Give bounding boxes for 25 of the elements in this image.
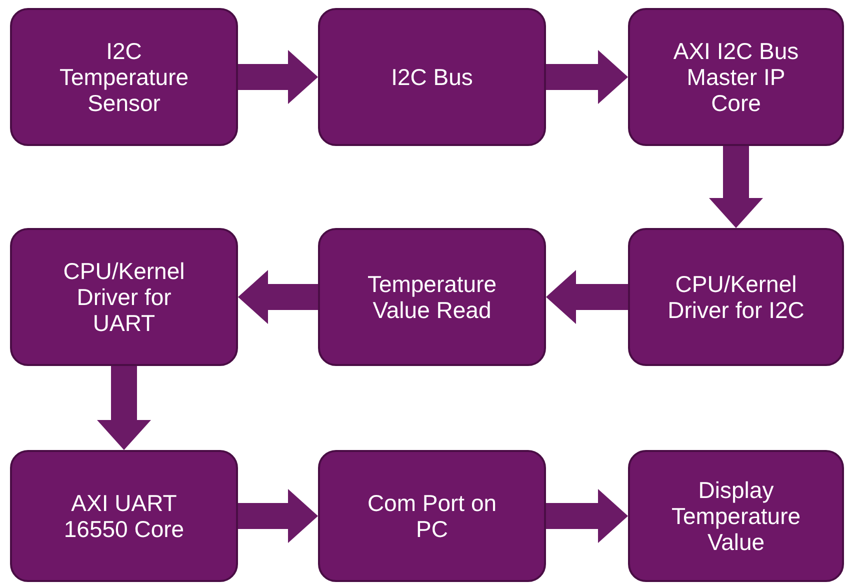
process-box [318,228,546,366]
process-box [318,8,546,146]
box-label: I2C Temperature Sensor [58,38,190,116]
block-arrow [546,489,628,543]
block-arrow [546,270,628,324]
process-box [10,8,238,146]
process-box [318,450,546,582]
box-label: CPU/Kernel Driver for I2C [666,271,806,323]
box-label: I2C Bus [391,64,473,90]
block-arrow [238,270,318,324]
block-arrow [709,146,763,228]
block-arrow [97,366,151,450]
box-label: Com Port on PC [366,490,498,542]
box-label: Temperature Value Read [366,271,498,323]
process-box [628,8,844,146]
box-label: Display Temperature Value [670,477,802,555]
box-label: AXI I2C Bus Master IP Core [672,38,800,116]
process-box [628,228,844,366]
box-label: AXI UART 16550 Core [62,490,186,542]
process-box [10,228,238,366]
box-label: CPU/Kernel Driver for UART [62,258,186,336]
block-arrow [238,50,318,104]
process-box [628,450,844,582]
block-arrow [546,50,628,104]
process-box [10,450,238,582]
